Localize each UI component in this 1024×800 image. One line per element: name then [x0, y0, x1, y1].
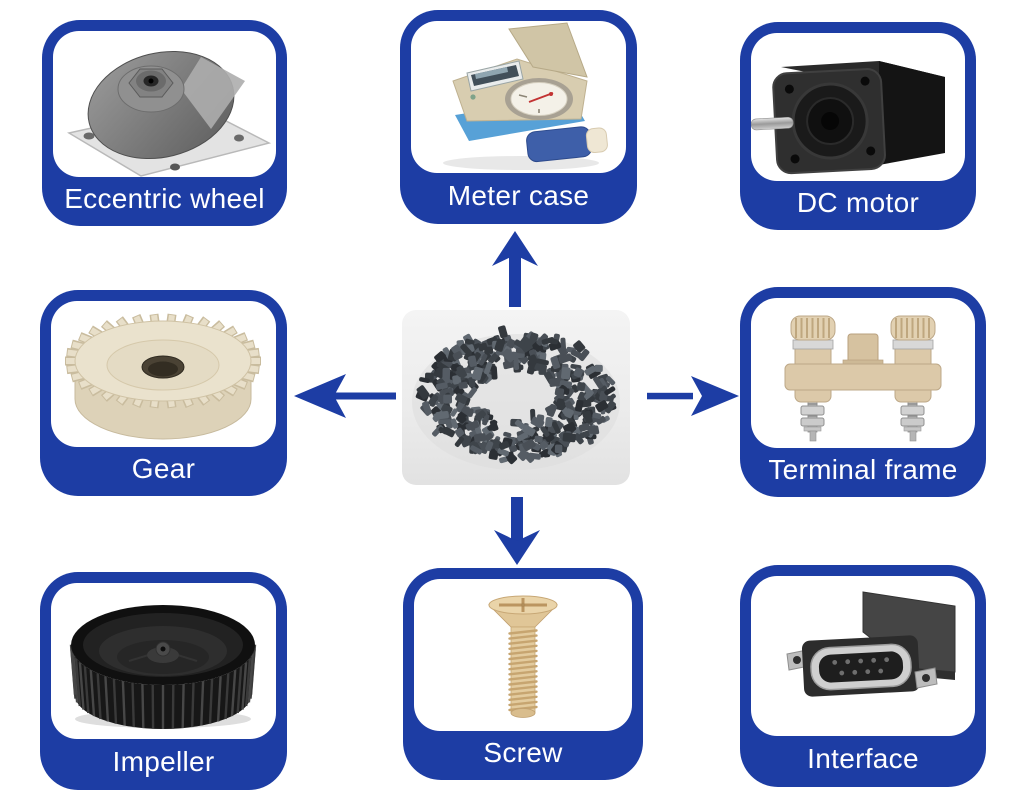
dc-motor-photo-frame	[751, 33, 965, 181]
card-eccentric-wheel: Eccentric wheel	[42, 20, 287, 226]
screw-photo-frame	[414, 579, 632, 731]
eccentric-wheel-photo	[66, 50, 272, 177]
card-terminal-frame: Terminal frame	[740, 287, 986, 497]
meter-case-photo	[443, 22, 608, 170]
card-label-meter-case: Meter case	[447, 180, 590, 211]
card-impeller: Impeller	[40, 572, 287, 790]
card-label-screw: Screw	[483, 737, 563, 768]
plastic-pellets-image	[412, 325, 620, 470]
card-label-interface: Interface	[807, 743, 919, 774]
right-arrow-icon	[647, 374, 739, 418]
card-label-dc-motor: DC motor	[796, 187, 920, 218]
up-arrow-icon	[487, 231, 543, 307]
dc-motor-photo	[751, 61, 945, 175]
card-label-terminal-frame: Terminal frame	[768, 454, 958, 485]
card-label-impeller: Impeller	[112, 746, 215, 777]
eccentric-wheel-photo-frame	[53, 31, 276, 177]
card-meter-case: Meter case	[400, 10, 637, 224]
center-image-frame	[402, 310, 630, 485]
interface-photo	[786, 591, 956, 697]
card-screw: Screw	[403, 568, 643, 780]
gear-photo-frame	[51, 301, 276, 447]
terminal-frame-photo	[784, 315, 942, 442]
impeller-photo-frame	[51, 583, 276, 739]
terminal-frame-photo-frame	[751, 298, 975, 448]
screw-photo	[488, 595, 558, 718]
gear-photo	[64, 313, 261, 440]
left-arrow-icon	[294, 372, 396, 420]
card-dc-motor: DC motor	[740, 22, 976, 230]
card-label-gear: Gear	[131, 453, 196, 484]
interface-photo-frame	[751, 576, 975, 736]
card-label-eccentric-wheel: Eccentric wheel	[64, 183, 265, 214]
down-arrow-icon	[489, 497, 545, 565]
card-interface: Interface	[740, 565, 986, 787]
impeller-photo	[69, 605, 257, 729]
card-gear: Gear	[40, 290, 287, 496]
meter-case-photo-frame	[411, 21, 626, 173]
